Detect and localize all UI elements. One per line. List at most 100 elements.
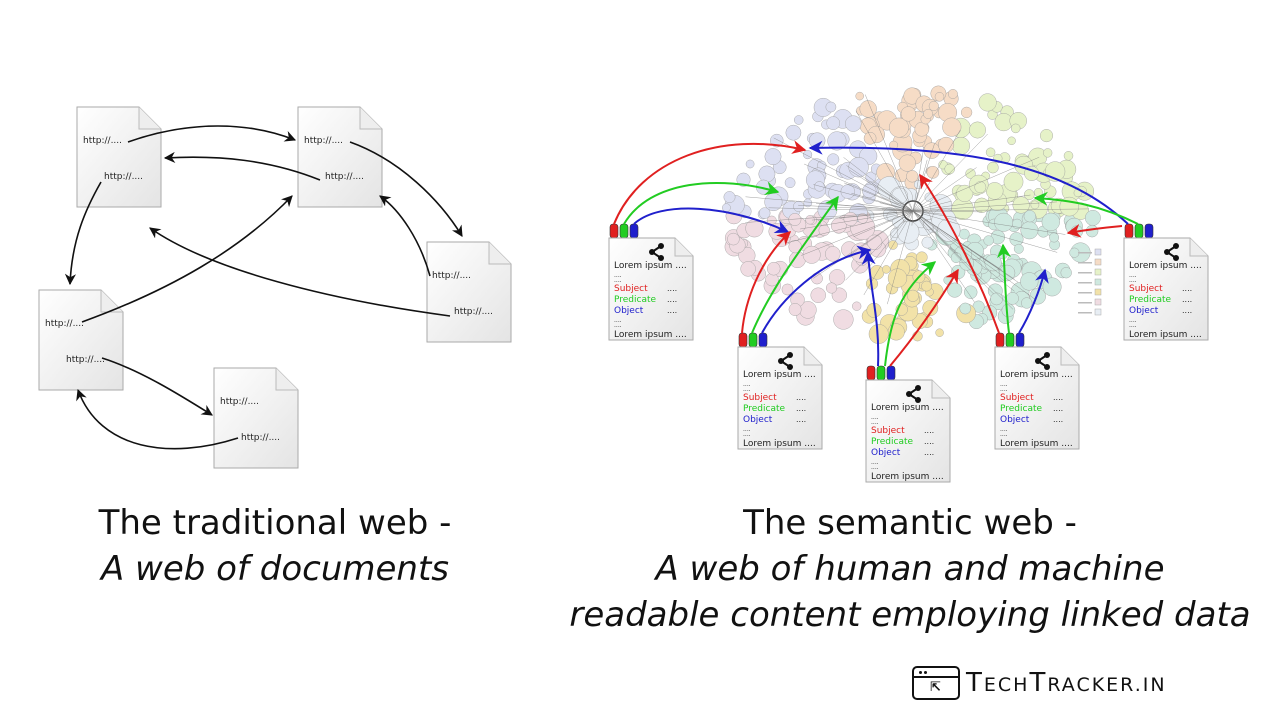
dataset-node: [896, 220, 920, 244]
dataset-node: [891, 187, 908, 205]
value-text: ....: [1053, 404, 1063, 413]
page-fold: [488, 242, 511, 265]
value-text: ....: [1182, 306, 1192, 315]
document-header-text: Lorem ipsum ....: [1000, 370, 1073, 380]
ellipsis-text: ....: [1000, 381, 1008, 388]
connector-plug: [609, 223, 619, 239]
dataset-edge: [843, 157, 914, 212]
hyperlink-text: http://....: [66, 355, 105, 365]
link-arrow: [149, 227, 451, 317]
dataset-node: [1006, 292, 1019, 305]
ellipsis-text: ....: [614, 277, 622, 284]
value-text: ....: [1182, 295, 1192, 304]
legend-label: [1078, 282, 1092, 284]
dataset-node: [827, 153, 840, 166]
cloud-legend: [1078, 248, 1102, 316]
connector-plug: [619, 223, 629, 239]
dataset-node: [1013, 243, 1024, 254]
dataset-node: [1034, 187, 1043, 197]
dataset-node: [1030, 200, 1040, 210]
dataset-edge: [846, 165, 914, 212]
dataset-edge: [912, 210, 1058, 253]
connector-plug: [629, 223, 639, 239]
brand-name: TECHTRACKER.IN: [966, 668, 1167, 698]
dataset-node: [950, 252, 962, 263]
dataset-node: [994, 212, 1013, 232]
semantic-web-caption: The semantic web - A web of human and ma…: [530, 500, 1280, 638]
predicate-label: Predicate: [1000, 404, 1043, 414]
dataset-node: [825, 101, 837, 113]
hyperlink-text: http://....: [45, 319, 84, 329]
rdf-link-arrow: [884, 261, 937, 367]
rdf-link-arrow: [997, 243, 1011, 334]
rdf-link-arrow: [808, 140, 1129, 225]
link-arrow: [127, 125, 297, 143]
value-text: ....: [1053, 415, 1063, 424]
dataset-edge: [855, 110, 914, 212]
dataset-node: [959, 228, 970, 240]
dataset-node: [922, 300, 939, 316]
document-page: [297, 106, 383, 208]
dataset-node: [840, 184, 855, 199]
dataset-node: [921, 236, 934, 249]
dataset-node: [843, 211, 858, 226]
hyperlink-text: http://....: [454, 307, 493, 317]
dataset-node: [882, 265, 891, 274]
hyperlink-text: http://....: [104, 172, 143, 182]
predicate-label: Predicate: [871, 437, 914, 447]
dataset-edge: [887, 210, 914, 305]
hyperlink-text: http://....: [241, 433, 280, 443]
dataset-node: [965, 168, 976, 179]
document-page: [737, 346, 823, 450]
dataset-edge: [801, 210, 914, 256]
rdf-link-arrow: [761, 245, 872, 334]
dataset-edge: [865, 94, 914, 212]
dataset-edge: [912, 210, 994, 295]
dataset-node: [960, 106, 973, 119]
dataset-node: [845, 115, 862, 132]
connector-plug: [758, 332, 768, 348]
dataset-edge: [813, 184, 914, 212]
web-document: http://....http://....: [426, 241, 512, 343]
ellipsis-text: ....: [871, 464, 879, 471]
value-text: ....: [667, 284, 677, 293]
dataset-node: [987, 161, 999, 174]
dataset-node: [1085, 224, 1099, 238]
dataset-node: [944, 163, 955, 175]
legend-swatch: [1094, 298, 1102, 306]
legend-swatch: [1094, 258, 1102, 266]
dataset-node: [1021, 297, 1033, 309]
dataset-node: [852, 301, 862, 311]
dataset-node: [906, 289, 919, 302]
legend-swatch: [1094, 278, 1102, 286]
dataset-node: [764, 148, 782, 166]
object-label: Object: [1000, 415, 1030, 425]
web-document: http://....http://....: [76, 106, 162, 208]
document-footer-text: Lorem ipsum ....: [1000, 439, 1073, 449]
dataset-node: [1003, 171, 1024, 192]
ellipsis-text: ....: [1129, 317, 1137, 324]
dataset-edge: [912, 210, 1014, 310]
connector-plug: [1124, 223, 1134, 239]
dataset-node: [974, 181, 987, 194]
dataset-node: [1007, 136, 1016, 146]
dataset-node: [990, 292, 1003, 306]
link-arrow: [379, 195, 431, 277]
dataset-edge: [912, 210, 983, 213]
rdf-link-arrow: [613, 140, 807, 225]
dataset-edge: [912, 210, 963, 261]
document-header-text: Lorem ipsum ....: [1129, 261, 1202, 271]
share-icon: [778, 352, 793, 370]
dataset-edge: [804, 163, 914, 212]
dataset-node: [810, 287, 826, 303]
legend-label: [1078, 312, 1092, 314]
connector-plug: [1134, 223, 1144, 239]
document-page: [1123, 237, 1209, 341]
share-icon: [649, 243, 664, 261]
rdf-document: Lorem ipsum ............Subject....Predi…: [737, 332, 823, 450]
document-page: [608, 237, 694, 341]
dataset-node: [889, 117, 909, 138]
dataset-node: [934, 92, 945, 102]
web-document: http://....http://....: [213, 367, 299, 469]
